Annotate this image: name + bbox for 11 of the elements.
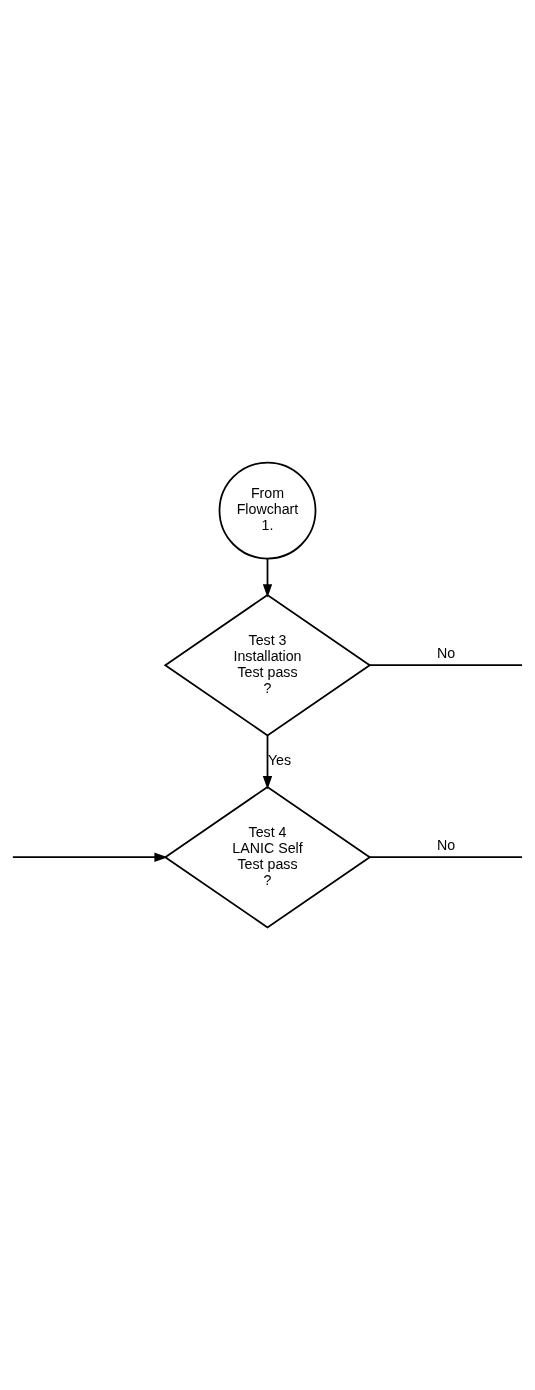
connector <box>368 664 523 667</box>
edge-label: Yes <box>267 751 292 768</box>
arrow <box>262 557 273 598</box>
arrow <box>12 852 168 862</box>
edge-label: No <box>436 644 456 661</box>
node-circle: From Flowchart 1. <box>218 461 317 560</box>
node-diamond: Test 3 Installation Test pass ? <box>163 593 372 737</box>
arrow <box>262 734 273 790</box>
node-diamond: Test 4 LANIC Self Test pass ? <box>163 785 372 929</box>
edge-label: No <box>436 836 456 853</box>
connector <box>368 856 523 859</box>
